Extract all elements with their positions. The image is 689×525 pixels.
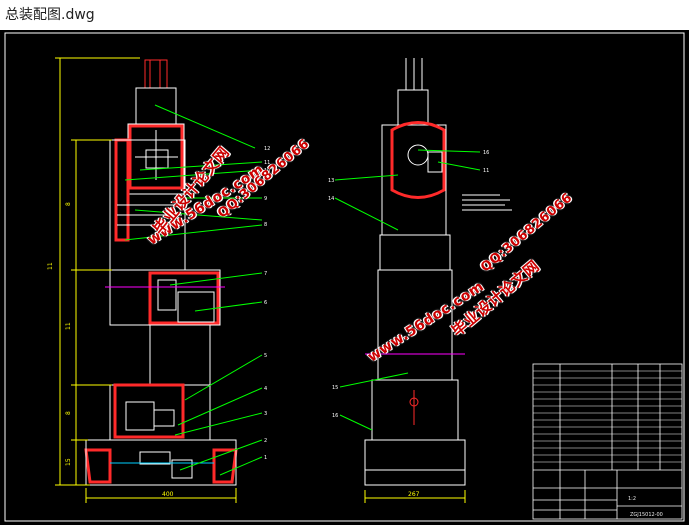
drawing-canvas[interactable]: 11 8 11 8 15 400 12 11 10 9 [0, 30, 689, 525]
svg-text:13: 13 [328, 178, 334, 184]
left-dimensions [55, 57, 237, 503]
svg-text:6: 6 [264, 300, 267, 306]
drawing-scale: 1:2 [628, 496, 636, 502]
svg-text:16: 16 [483, 150, 489, 156]
window-title: 总装配图.dwg [5, 7, 95, 23]
svg-text:15: 15 [65, 458, 72, 466]
right-dimensions [364, 490, 466, 503]
side-view [364, 58, 466, 486]
svg-text:1: 1 [264, 455, 267, 461]
right-balloons: 16 11 13 14 15 16 [328, 150, 489, 419]
left-dim-values: 11 8 11 8 15 [47, 202, 72, 466]
window-titlebar: 总装配图.dwg [0, 0, 689, 30]
dim-bottom-right: 267 [408, 491, 420, 498]
svg-text:11: 11 [47, 262, 54, 270]
svg-text:11: 11 [483, 168, 489, 174]
right-leaders [334, 149, 481, 431]
svg-text:8: 8 [65, 411, 72, 415]
left-leaders [124, 104, 263, 476]
svg-text:5: 5 [264, 353, 267, 359]
technical-notes [462, 194, 512, 211]
front-view [84, 59, 238, 486]
svg-text:3: 3 [264, 411, 267, 417]
svg-text:11: 11 [264, 160, 270, 166]
drawing-number: ZGJ15012-00 [630, 512, 663, 518]
left-balloons: 12 11 10 9 8 7 6 5 4 3 2 1 [264, 146, 270, 461]
svg-text:7: 7 [264, 271, 267, 277]
svg-text:9: 9 [264, 196, 267, 202]
svg-text:11: 11 [65, 322, 72, 330]
svg-text:8: 8 [264, 222, 267, 228]
svg-text:2: 2 [264, 438, 267, 444]
svg-text:8: 8 [65, 202, 72, 206]
svg-text:15: 15 [332, 385, 338, 391]
svg-text:10: 10 [264, 168, 270, 174]
svg-text:16: 16 [332, 413, 338, 419]
cad-drawing: 11 8 11 8 15 400 12 11 10 9 [4, 32, 685, 522]
bom-rows [533, 370, 682, 463]
svg-text:14: 14 [328, 196, 334, 202]
drawing-frame [4, 32, 685, 522]
dim-bottom-left: 400 [162, 491, 174, 498]
title-block [532, 363, 683, 520]
svg-text:4: 4 [264, 386, 267, 392]
svg-text:12: 12 [264, 146, 270, 152]
